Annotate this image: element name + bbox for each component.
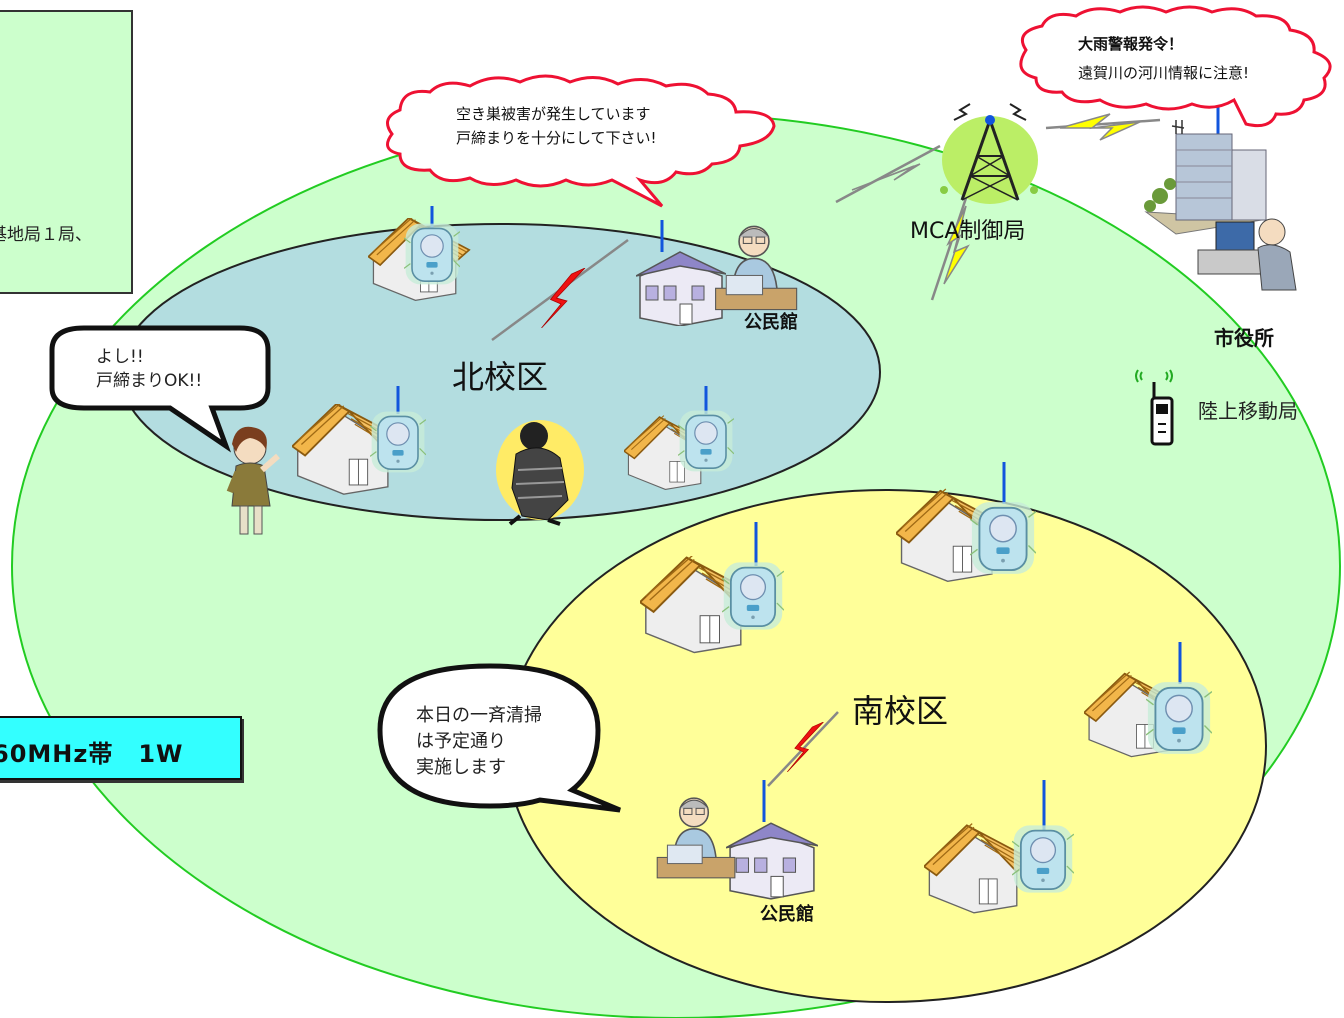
frequency-band-box: 60MHz帯 1W [0,716,242,780]
north-district-label: 北校区 [452,358,548,396]
burglary-alert-bubble: 空き巣被害が発生しています 戸締まりを十分にして下さい! [386,74,776,208]
frequency-band-label: 60MHz帯 1W [0,740,184,768]
land-mobile-station-label: 陸上移動局 [1198,399,1298,423]
burglar-icon [496,420,584,526]
lock-ok-line1: よし!! [96,347,144,367]
south-district-label: 南校区 [852,692,948,730]
city-hall-icon [1144,96,1297,291]
burglary-alert-line2: 戸締まりを十分にして下さい! [456,129,657,147]
lock-ok-speech-bubble: よし!! 戸締まりOK!! [49,325,271,453]
north-community-hall-icon [636,220,798,326]
cleanup-notice-line3: 実施します [416,757,506,778]
radio-links [491,113,1161,787]
burglary-alert-line1: 空き巣被害が発生しています [456,105,651,123]
mca-station-label: MCA制御局 [910,219,1025,244]
resident-woman-icon [226,426,280,535]
city-hall-label: 市役所 [1214,326,1274,350]
info-box-text: 基地局１局、 [0,225,92,245]
cleanup-notice-line2: は予定通り [416,731,506,752]
cleanup-notice-line1: 本日の一斉清掃 [416,705,542,726]
lock-ok-line2: 戸締まりOK!! [96,371,202,391]
handheld-radio-icon [1135,369,1174,446]
rain-warning-line1: 大雨警報発令！ [1078,35,1183,53]
south-district-houses [640,462,1212,914]
cleanup-notice-bubble: 本日の一斉清掃 は予定通り 実施します [377,663,621,813]
south-community-hall-icon [656,780,818,900]
mca-tower-icon [940,103,1038,204]
rain-warning-bubble: 大雨警報発令！ 遠賀川の河川情報に注意! [1019,5,1332,128]
north-district-houses [292,206,734,496]
info-box: 基地局１局、 [0,10,133,294]
north-community-hall-label: 公民館 [744,311,798,333]
rain-warning-line2: 遠賀川の河川情報に注意! [1078,64,1249,82]
south-community-hall-label: 公民館 [760,903,814,925]
